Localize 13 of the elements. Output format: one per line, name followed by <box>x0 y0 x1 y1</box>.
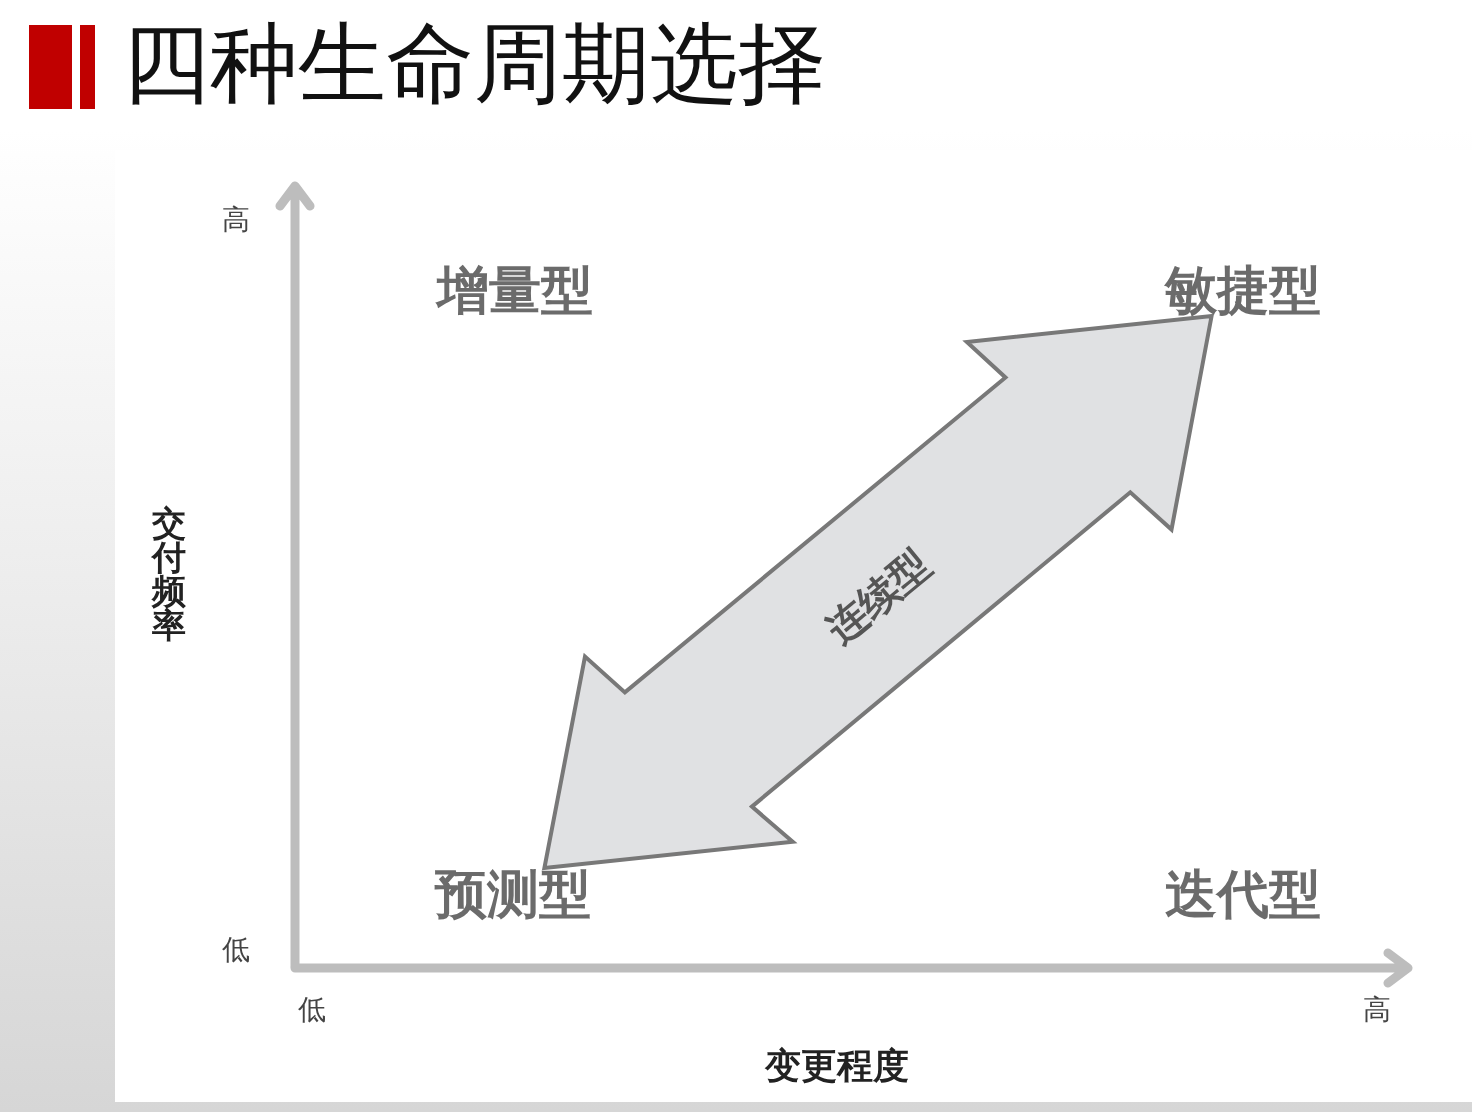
axis-tick-label: 低 <box>298 996 326 1024</box>
quadrant-label: 预测型 <box>435 868 591 920</box>
axis-tick-label: 低 <box>222 936 250 964</box>
title: 四种生命周期选择 <box>122 20 826 108</box>
axis-tick-label: 高 <box>222 206 250 234</box>
axis-title: 变更程度 <box>765 1048 909 1084</box>
axis-tick-label: 高 <box>1363 996 1391 1024</box>
axis-title: 交付频率 <box>152 506 186 642</box>
quadrant-label: 迭代型 <box>1165 868 1321 920</box>
quadrant-label: 增量型 <box>437 264 593 316</box>
double-arrow <box>541 313 1215 871</box>
quadrant-label: 敏捷型 <box>1165 264 1321 316</box>
edge-label: 连续型 <box>819 542 937 650</box>
